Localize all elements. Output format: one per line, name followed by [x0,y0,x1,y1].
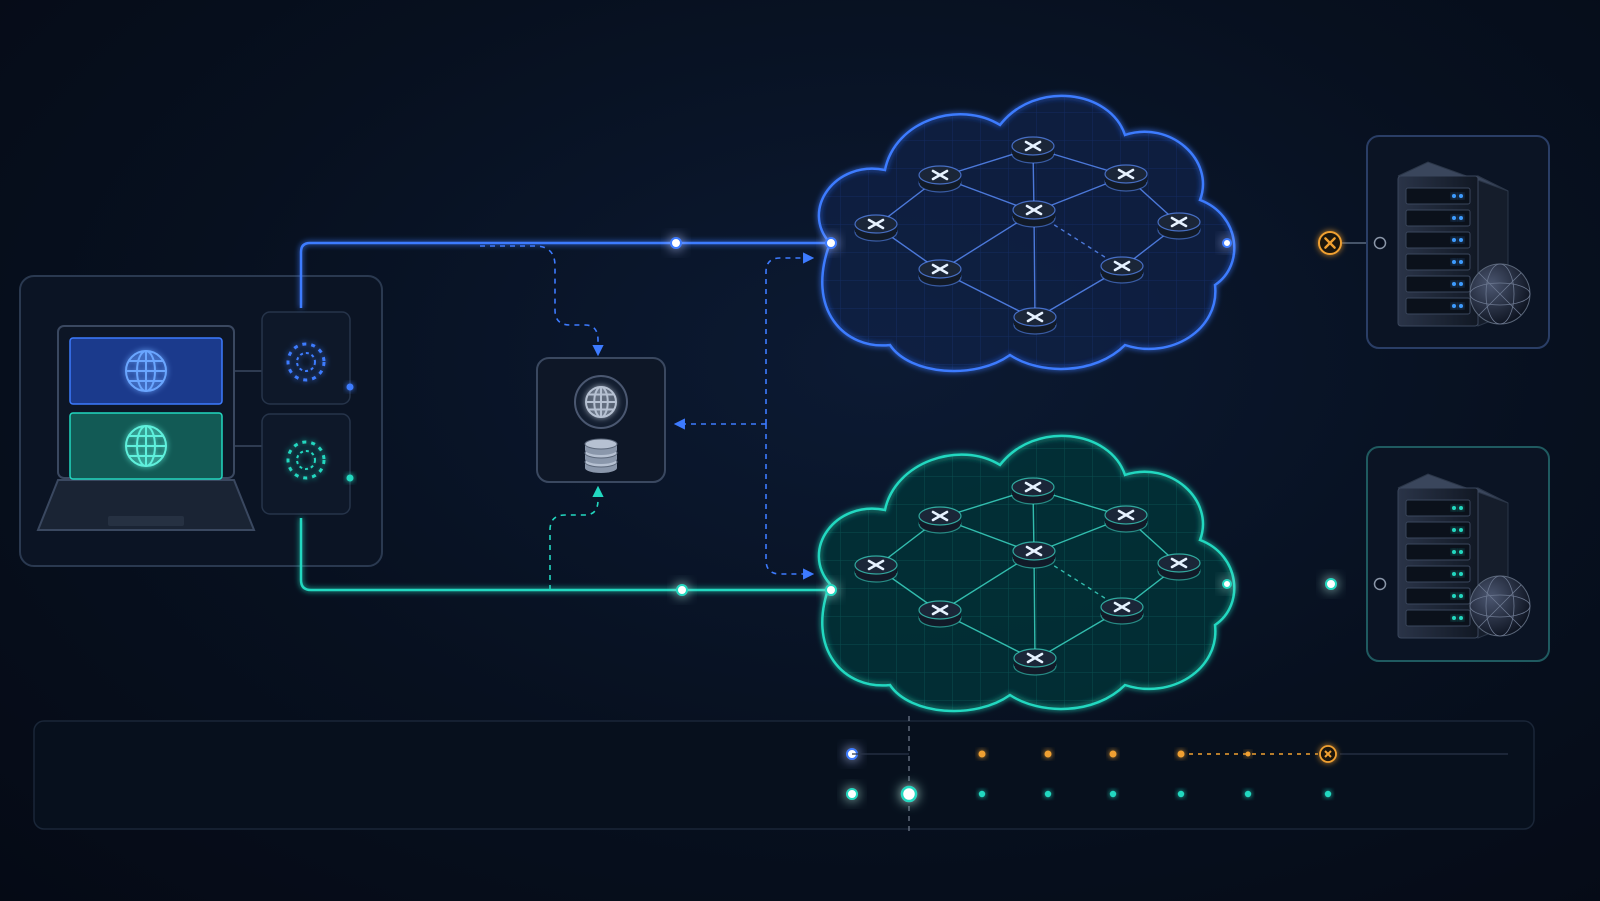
secondary-egress-packets [1238,560,1318,586]
globe-icon [1469,263,1531,325]
globe-icon [585,386,617,418]
timeline-dot [1177,750,1185,758]
packet-burst [1325,578,1337,590]
router-icon [854,555,898,583]
router-icon [1104,164,1148,192]
database-icon [584,438,618,473]
path-interface-b [261,413,354,515]
timeline-dot [1044,790,1052,798]
timeline-track-primary [58,740,1508,768]
server-rack-icon [1397,473,1531,639]
client-panel [19,275,383,567]
x-circle-icon [1319,745,1337,763]
server-rack-icon [1397,161,1531,327]
network-link [1033,211,1036,320]
network-link [1033,552,1036,661]
router-icon [1157,212,1201,240]
timeline-panel [33,716,1535,834]
cloud-ingress-point [825,237,837,249]
globe-icon [1469,575,1531,637]
timeline-dot [1245,751,1251,757]
packet-burst [676,584,688,596]
dashed-circle-icon [286,342,326,382]
timeline-dot [1324,790,1332,798]
router-icon [854,214,898,242]
cloud-egress-point [1222,579,1232,589]
path-interface-a [261,311,354,405]
router-icon [1100,256,1144,284]
globe-icon [125,425,167,467]
router-icon [1012,200,1056,228]
timeline-dot [1244,790,1252,798]
primary-path [299,241,1374,308]
timeline-dot [1109,750,1117,758]
router-icon [1012,541,1056,569]
dashed-circle-icon [286,440,326,480]
x-circle-icon [1318,231,1342,255]
primary-egress-packets [1248,222,1295,243]
timeline-dot [978,750,986,758]
router-icon [1157,553,1201,581]
cloud-ingress-point [825,584,837,596]
router-icon [918,259,962,287]
primary-packets [406,211,642,245]
router-icon [1100,597,1144,625]
globe-icon [125,350,167,392]
timeline-track-secondary [58,780,1508,808]
secondary-packets [410,558,646,592]
router-icon [1104,505,1148,533]
switchover-point [900,785,918,803]
packet-burst [670,237,682,249]
router-icon [918,165,962,193]
router-icon [1013,648,1057,676]
router-icon [1013,307,1057,335]
timeline-dot [978,790,986,798]
resolution-arrows [480,245,815,590]
router-icon [1011,136,1055,164]
timeline-dot [1109,790,1117,798]
timeline-dot [1044,750,1052,758]
router-icon [918,600,962,628]
secondary-path [299,518,1374,592]
timeline-dot [1177,790,1185,798]
secondary-network-cloud [817,434,1236,713]
cloud-egress-point [1222,238,1232,248]
router-icon [918,506,962,534]
router-icon [1011,477,1055,505]
